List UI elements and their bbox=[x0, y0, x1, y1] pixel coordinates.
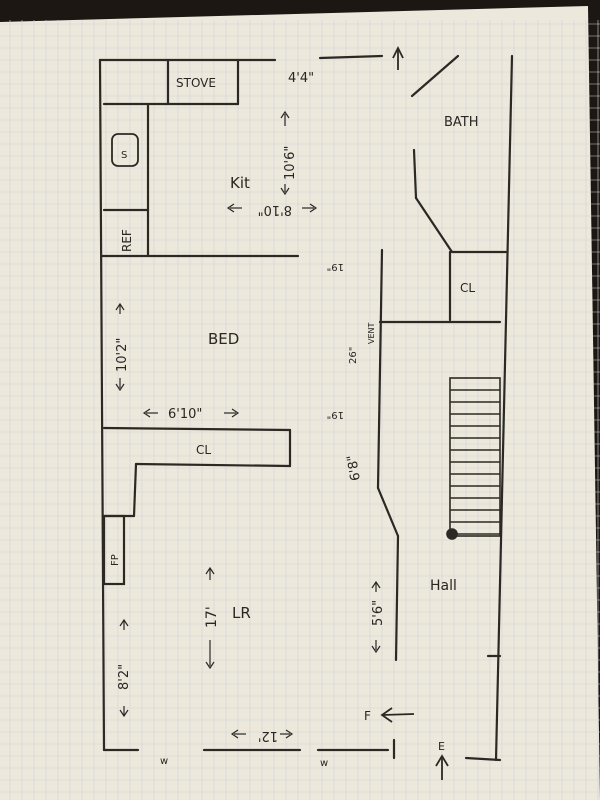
dim-kitchen-width: 8'10" bbox=[258, 202, 292, 217]
dim-kitchen-height: 10'6" bbox=[283, 146, 298, 180]
paper-grid bbox=[0, 20, 600, 800]
room-label-closet-top: CL bbox=[460, 281, 475, 295]
dim-bed-closet-width: 6'10" bbox=[168, 407, 202, 422]
vent-label: VENT bbox=[367, 322, 376, 344]
dim-bed-height: 10'2" bbox=[115, 338, 130, 372]
walls bbox=[98, 54, 514, 762]
room-label-bath: BATH bbox=[444, 115, 479, 130]
east-marker: E bbox=[438, 740, 445, 753]
room-label-living: LR bbox=[232, 604, 251, 622]
top-arrow-icon bbox=[392, 45, 404, 70]
north-arrow-icon bbox=[435, 754, 449, 780]
dim-top-wall: 4'4" bbox=[288, 71, 314, 86]
fireplace-label: FP bbox=[110, 554, 121, 566]
window-marker-right: w bbox=[320, 758, 328, 769]
dim-hall-6-8: 6'8" bbox=[345, 454, 364, 482]
dim-hall-5-6: 5'6" bbox=[371, 600, 386, 626]
refrigerator-label: REF bbox=[120, 229, 134, 252]
paper-sheet bbox=[0, 6, 600, 800]
dim-hall-26: 26" bbox=[348, 347, 359, 364]
sink bbox=[111, 133, 139, 167]
room-label-closet-bed: CL bbox=[196, 443, 211, 457]
dim-lr-height: 17' bbox=[204, 606, 220, 628]
stove-label: STOVE bbox=[176, 76, 216, 90]
newel-post bbox=[446, 528, 458, 540]
dim-hall-19-mid: 19" bbox=[327, 409, 344, 420]
room-label-hall: Hall bbox=[430, 578, 457, 594]
dim-hall-19-top: 19" bbox=[327, 261, 344, 272]
staircase bbox=[446, 377, 501, 540]
front-marker: F bbox=[364, 709, 371, 723]
sink-label: S bbox=[121, 150, 127, 161]
front-arrow-icon bbox=[380, 707, 415, 723]
dimension-arrows bbox=[115, 110, 381, 739]
room-label-bed: BED bbox=[208, 330, 239, 348]
dim-lr-width: 12' bbox=[258, 728, 278, 743]
window-marker-left: w bbox=[160, 756, 168, 767]
room-label-kitchen: Kit bbox=[230, 174, 250, 192]
dim-lr-left: 8'2" bbox=[117, 664, 132, 690]
